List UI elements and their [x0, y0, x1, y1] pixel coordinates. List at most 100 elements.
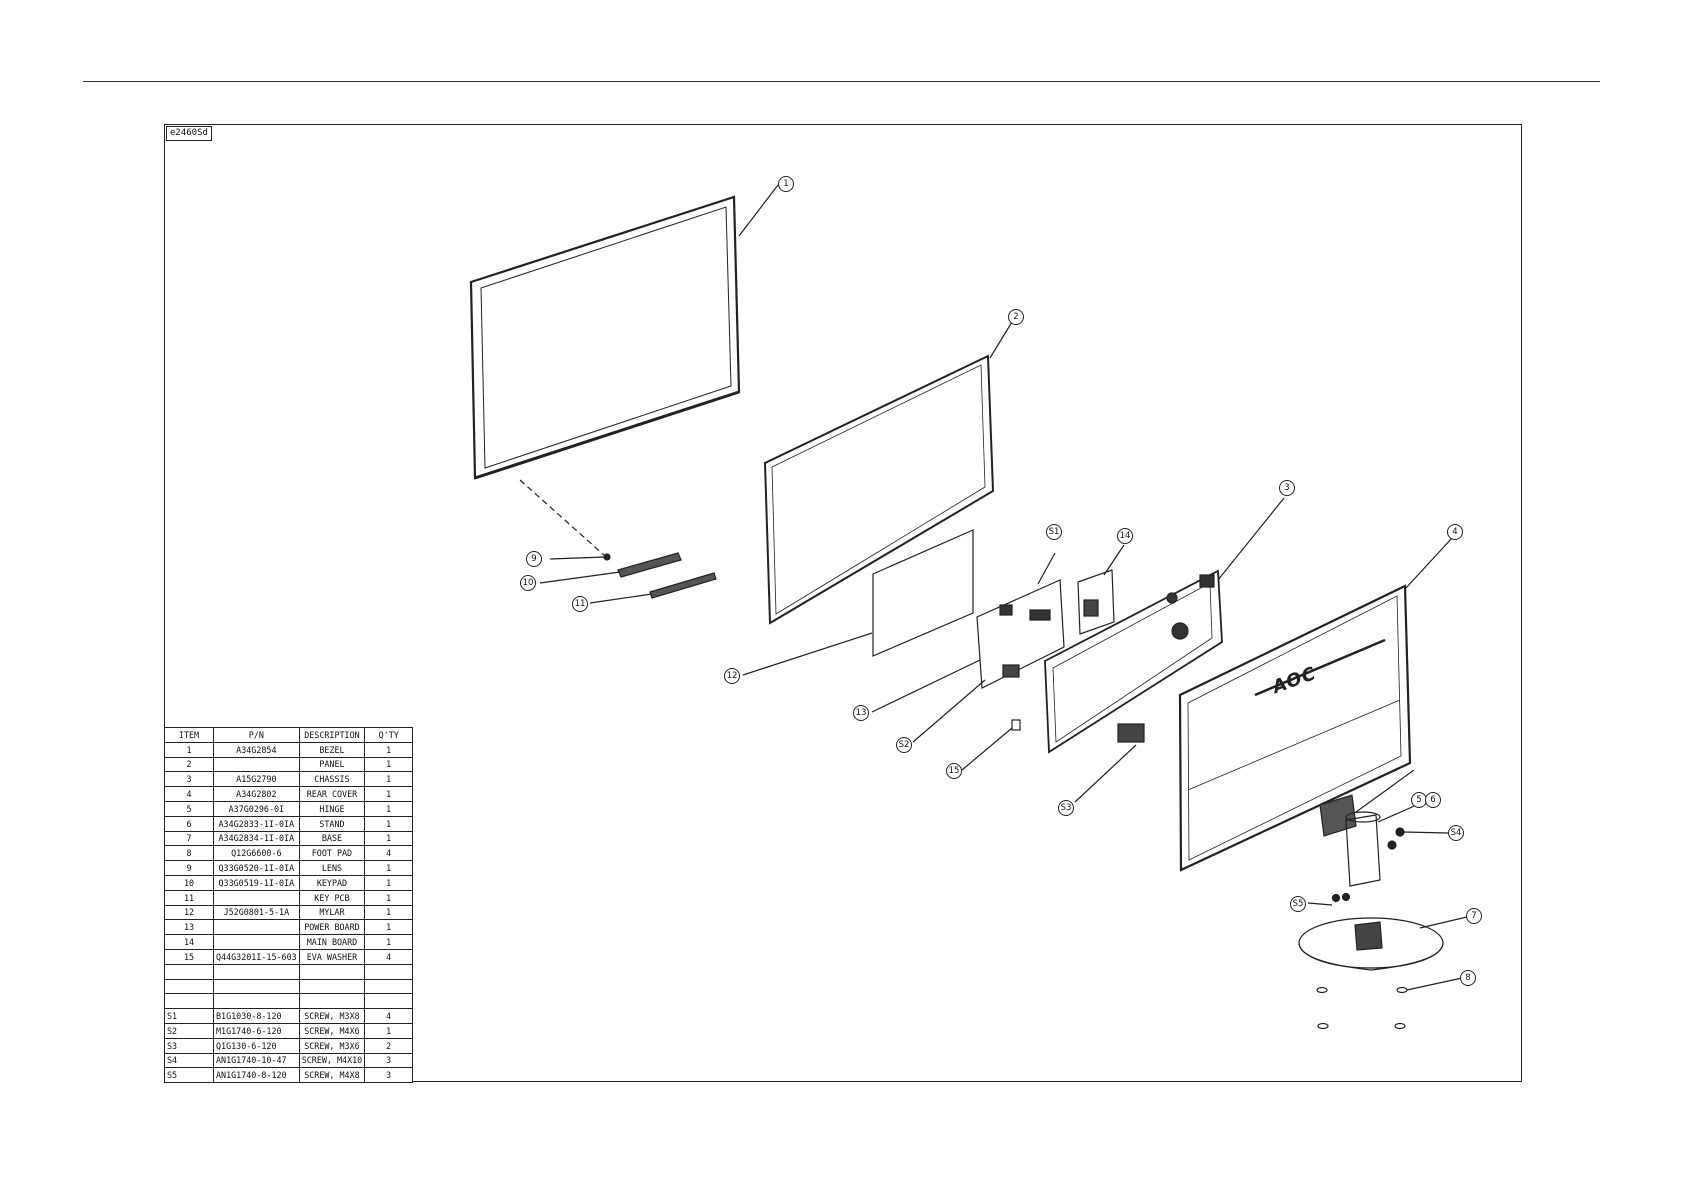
bom-cell-qty: 1	[364, 771, 414, 788]
bom-cell-item: 7	[164, 830, 214, 847]
bom-cell-qty: 1	[364, 1022, 414, 1039]
leader-S1	[1037, 552, 1056, 585]
bom-cell-qty: 4	[364, 845, 414, 862]
bom-cell-pn: M1G1740-6-120	[213, 1022, 300, 1039]
bom-cell-pn: A34G2854	[213, 741, 300, 758]
bom-cell-pn	[213, 889, 300, 906]
base-part	[1298, 917, 1444, 971]
hinge-part	[1319, 794, 1357, 837]
callout-13: 13	[853, 705, 869, 721]
bom-cell-qty: 3	[364, 1067, 414, 1084]
bom-cell-pn: A34G2834-1I-0IA	[213, 830, 300, 847]
bom-header-qty: Q'TY	[364, 727, 414, 743]
callout-2: 2	[1008, 309, 1024, 325]
leader-S2	[912, 679, 986, 743]
bom-cell-item: 11	[164, 889, 214, 906]
callout-3: 3	[1279, 480, 1295, 496]
leader-S5	[1307, 902, 1333, 906]
bom-header-item: ITEM	[164, 727, 214, 743]
callout-S3: S3	[1058, 800, 1074, 816]
bom-cell-item	[164, 978, 214, 995]
leader-13	[871, 659, 981, 713]
bom-cell-pn	[213, 978, 300, 995]
bom-cell-pn: Q12G6600-6	[213, 845, 300, 862]
bom-cell-pn: B1G1030-8-120	[213, 1008, 300, 1024]
callout-6: 6	[1425, 792, 1441, 808]
bom-cell-pn: Q44G3201I-15-603	[213, 948, 300, 965]
chassis-part	[1044, 569, 1223, 754]
rear-cover-part	[1178, 584, 1412, 872]
leader-2	[989, 321, 1013, 359]
bom-cell-item: 9	[164, 860, 214, 876]
bom-cell-pn	[213, 934, 300, 950]
bom-cell-qty	[364, 978, 414, 995]
top-rule	[83, 81, 1600, 82]
bom-cell-qty: 1	[364, 741, 414, 758]
bom-cell-qty: 1	[364, 934, 414, 950]
bom-header-description: DESCRIPTION	[298, 727, 366, 743]
leader-S4	[1403, 831, 1449, 834]
bom-cell-qty: 1	[364, 860, 414, 876]
bom-cell-pn: Q1G130-6-120	[213, 1037, 300, 1054]
leader-10	[539, 571, 621, 584]
bom-cell-description: SCREW, M3X8	[298, 1008, 366, 1024]
bom-cell-description: KEYPAD	[298, 874, 366, 891]
bezel-part	[469, 195, 741, 480]
leader-4	[1405, 537, 1453, 589]
table-row	[164, 993, 414, 1010]
bom-cell-qty: 1	[364, 889, 414, 906]
callout-8: 8	[1460, 970, 1476, 986]
screw-s5-part	[1331, 892, 1351, 903]
bom-cell-item: 5	[164, 800, 214, 817]
mylar-part	[872, 529, 974, 657]
bom-cell-description: CHASSIS	[298, 771, 366, 788]
bom-cell-description: BEZEL	[298, 741, 366, 758]
callout-10: 10	[520, 575, 536, 591]
bom-cell-qty: 1	[364, 874, 414, 891]
callout-11: 11	[572, 596, 588, 612]
callout-15: 15	[946, 763, 962, 779]
callout-7: 7	[1466, 908, 1482, 924]
bom-cell-item: 10	[164, 874, 214, 891]
bom-cell-item: 13	[164, 919, 214, 936]
bom-cell-qty: 4	[364, 948, 414, 965]
screw-s4-part	[1387, 827, 1405, 850]
callout-S5: S5	[1290, 896, 1306, 912]
callout-S2: S2	[896, 737, 912, 753]
bom-cell-item: 14	[164, 934, 214, 950]
bom-cell-description: KEY PCB	[298, 889, 366, 906]
bom-cell-qty: 1	[364, 756, 414, 773]
bom-cell-item: S2	[164, 1022, 214, 1039]
bom-cell-pn	[213, 993, 300, 1010]
bom-cell-description: MYLAR	[298, 904, 366, 921]
leader-1	[738, 184, 779, 237]
bom-cell-description	[298, 963, 366, 980]
bom-cell-description: SCREW, M4X8	[298, 1067, 366, 1084]
bom-cell-description: LENS	[298, 860, 366, 876]
bom-cell-pn	[213, 756, 300, 773]
bom-cell-item: 2	[164, 756, 214, 773]
bom-cell-qty: 3	[364, 1052, 414, 1069]
callout-14: 14	[1117, 528, 1133, 544]
leader-5	[1355, 769, 1415, 813]
leader-11	[589, 593, 653, 604]
model-tag: e2460Sd	[166, 126, 212, 141]
bom-cell-pn: A34G2802	[213, 786, 300, 802]
callout-4: 4	[1447, 524, 1463, 540]
stand-part	[1345, 811, 1381, 887]
bom-cell-pn: Q33G0519-1I-0IA	[213, 874, 300, 891]
leader-dashed	[519, 479, 606, 557]
callout-S1: S1	[1046, 524, 1062, 540]
